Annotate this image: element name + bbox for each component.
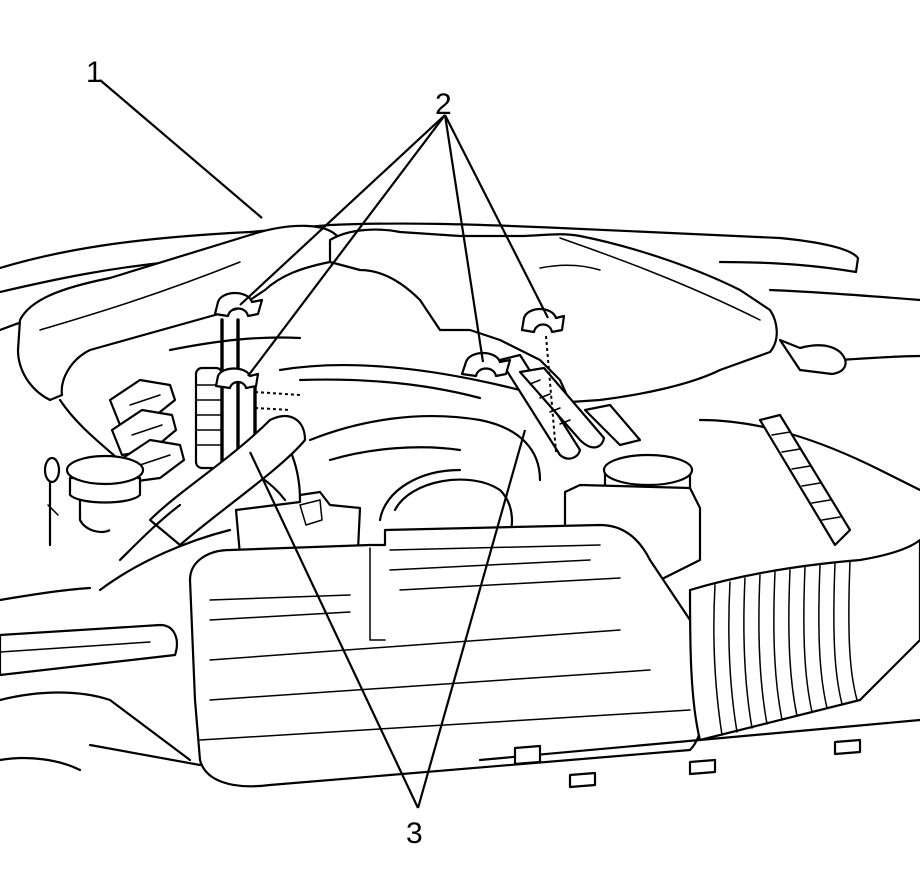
retainer-clip-upper-left — [213, 291, 264, 318]
leader-line-3a — [249, 451, 419, 809]
retainer-clip-right — [520, 307, 566, 334]
lower-left-rails — [0, 623, 202, 772]
retainer-clips — [213, 291, 566, 390]
leader-line-2b — [247, 114, 446, 377]
retainer-clip-lower-left — [214, 367, 260, 390]
leader-line-2a — [239, 114, 446, 306]
leader-line-2d — [444, 114, 549, 319]
corrugated-air-duct — [688, 538, 920, 742]
leader-line-2c — [443, 114, 485, 363]
leader-lines — [99, 79, 549, 809]
air-intake-duct — [16, 224, 847, 404]
retainer-clip-center — [460, 351, 512, 378]
callout-2: 2 — [435, 88, 452, 121]
hidden-lines — [254, 335, 557, 453]
dipstick-handle — [43, 456, 61, 547]
callout-labels: 1 2 3 — [86, 56, 452, 850]
oil-fill-cap — [65, 454, 145, 534]
vehicle-body-lines — [0, 222, 920, 602]
leader-line-1 — [99, 79, 263, 219]
throttle-hoses — [98, 414, 307, 592]
callout-1: 1 — [86, 56, 103, 89]
lower-right-tabs — [478, 718, 920, 789]
leader-line-3b — [416, 429, 527, 809]
callout-3: 3 — [406, 817, 423, 850]
radiator-support-bracket — [758, 413, 852, 547]
fuel-line-right — [498, 353, 642, 460]
